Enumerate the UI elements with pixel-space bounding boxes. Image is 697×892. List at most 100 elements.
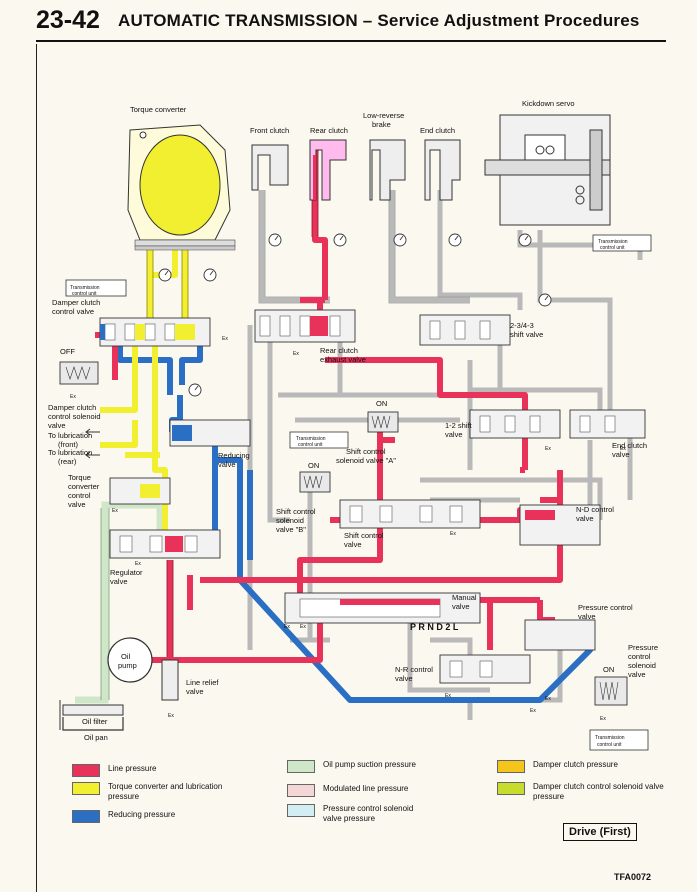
label-tcc-valve-1: Torque	[68, 473, 91, 482]
label-nr-1: N-R control	[395, 665, 433, 674]
gauge-needles	[164, 235, 549, 391]
label-relief-1: Line relief	[186, 678, 219, 687]
label-damper-sol-1: Damper clutch	[48, 403, 96, 412]
label-pcs-1: Pressure	[628, 643, 658, 652]
label-manual-1: Manual	[452, 593, 477, 602]
legend-label: Torque converter and lubrication pressur…	[108, 782, 223, 801]
label-sol-b-2: solenoid	[276, 516, 304, 525]
svg-text:Ex: Ex	[600, 716, 606, 722]
label-rc-exhaust-1: Rear clutch	[320, 346, 358, 355]
svg-text:Ex: Ex	[70, 394, 76, 400]
label-damper-valve-1: Damper clutch	[52, 298, 100, 307]
label-oil-pump-1: Oil	[121, 652, 131, 661]
shift-solenoid-b	[299, 471, 331, 493]
label-low-reverse-1: Low-reverse	[363, 111, 404, 120]
label-reducing-valve-2: valve	[218, 460, 236, 469]
tcu-boxes	[65, 234, 652, 751]
label-oil-pump-2: pump	[118, 661, 137, 670]
low-reverse-brake-housing	[369, 139, 406, 201]
label-end-clutch-valve-1: End clutch	[612, 441, 647, 450]
label-nd-1: N-D control	[576, 505, 614, 514]
yellow-spool-chambers	[135, 324, 195, 498]
mode-box: Drive (First)	[563, 823, 637, 841]
label-oil-filter: Oil filter	[82, 717, 108, 726]
label-sol-a-2: solenoid valve "A"	[336, 456, 396, 465]
label-torque-converter: Torque converter	[130, 105, 187, 114]
legend-swatch	[72, 782, 100, 795]
pressure-control-valve-body	[524, 619, 596, 651]
pressure-control-solenoid	[594, 676, 628, 706]
label-shift-control-2: valve	[344, 540, 362, 549]
label-shift-12-1: 1-2 shift	[445, 421, 473, 430]
legend-line-pressure: Line pressure	[72, 764, 156, 777]
label-oil-pan: Oil pan	[84, 733, 108, 742]
tcu-3-line2: control unit	[600, 245, 625, 251]
legend-reducing: Reducing pressure	[72, 810, 175, 823]
tcu-4-line1: Transmission	[595, 735, 625, 741]
label-tcc-valve-4: valve	[68, 500, 86, 509]
solenoid-coils	[65, 366, 619, 701]
legend-label: Reducing pressure	[108, 810, 176, 819]
label-end-clutch-valve-2: valve	[612, 450, 630, 459]
label-pcs-3: solenoid	[628, 661, 656, 670]
solenoid-valves	[59, 361, 628, 706]
label-tcc-valve-3: control	[68, 491, 91, 500]
svg-text:Ex: Ex	[135, 561, 141, 567]
label-lube-rear-1: To lubrication	[48, 448, 92, 457]
diagram-labels: Torque converter Front clutch Rear clutc…	[48, 99, 658, 748]
label-sol-a-1: Shift control	[346, 447, 386, 456]
header-rule	[36, 40, 666, 42]
legend-swatch	[497, 760, 525, 773]
legend-pcs-pressure: Pressure control solenoid valve pressure	[287, 804, 417, 824]
label-nd-2: valve	[576, 514, 594, 523]
page-header: 23-42 AUTOMATIC TRANSMISSION – Service A…	[0, 0, 697, 44]
svg-text:Ex: Ex	[545, 696, 551, 702]
clutch-housings	[251, 139, 461, 201]
legend-label: Modulated line pressure	[323, 784, 409, 793]
label-damper-valve-2: control valve	[52, 307, 94, 316]
label-sol-b-1: Shift control	[276, 507, 316, 516]
label-rear-clutch: Rear clutch	[310, 126, 348, 135]
lube-arrows	[85, 428, 100, 459]
label-prnd2l: P R N D 2 L	[410, 622, 459, 632]
svg-text:Ex: Ex	[445, 693, 451, 699]
label-on-b: ON	[308, 461, 319, 470]
tcu-1-line2: control unit	[72, 291, 97, 297]
legend-label: Oil pump suction pressure	[323, 760, 416, 769]
label-lube-rear-2: (rear)	[58, 457, 77, 466]
tcu-4-line2: control unit	[597, 742, 622, 748]
label-nr-2: valve	[395, 674, 413, 683]
legend-swatch	[287, 760, 315, 773]
legend-modulated: Modulated line pressure	[287, 784, 408, 797]
legend-label: Damper clutch control solenoid valve pre…	[533, 782, 664, 801]
shift-solenoid-a	[367, 411, 399, 433]
label-shift-234-2: shift valve	[510, 330, 543, 339]
exhaust-labels: Ex Ex Ex Ex Ex Ex Ex Ex Ex Ex Ex Ex Ex E…	[70, 336, 626, 722]
legend-swatch	[287, 804, 315, 817]
label-end-clutch: End clutch	[420, 126, 455, 135]
label-pcs-2: control	[628, 652, 651, 661]
label-rc-exhaust-2: exhaust valve	[320, 355, 366, 364]
svg-text:Ex: Ex	[293, 351, 299, 357]
label-shift-12-2: valve	[445, 430, 463, 439]
damper-clutch-solenoid	[59, 361, 99, 385]
svg-text:Ex: Ex	[300, 624, 306, 630]
svg-text:Ex: Ex	[530, 708, 536, 714]
label-off: OFF	[60, 347, 75, 356]
svg-text:Ex: Ex	[545, 446, 551, 452]
blue-spool-chambers	[100, 324, 192, 441]
legend-label: Damper clutch pressure	[533, 760, 618, 769]
legend-label: Line pressure	[108, 764, 157, 773]
svg-text:Ex: Ex	[284, 624, 290, 630]
label-reducing-valve-1: Reducing	[218, 451, 250, 460]
label-lube-front-2: (front)	[58, 440, 79, 449]
tcu-2-line1: Transmission	[296, 436, 326, 442]
tcu-1-line1: Transmission	[70, 285, 100, 291]
label-pcs-4: valve	[628, 670, 646, 679]
legend-label: Pressure control solenoid valve pressure	[323, 804, 414, 823]
svg-text:Ex: Ex	[168, 713, 174, 719]
torque-converter	[127, 124, 236, 251]
label-sol-b-3: valve "B"	[276, 525, 306, 534]
svg-text:Ex: Ex	[222, 336, 228, 342]
